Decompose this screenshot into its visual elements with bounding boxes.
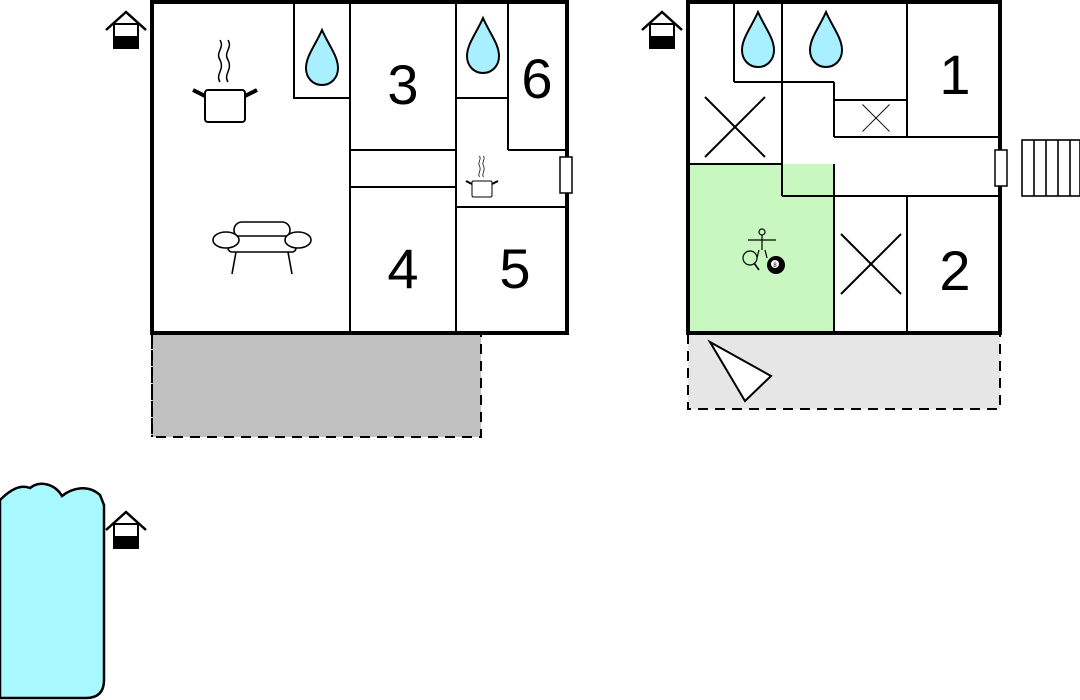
pool-shape xyxy=(0,482,106,700)
cooking-pot-icon xyxy=(191,38,259,124)
no-room-cross-icon xyxy=(704,96,766,158)
svg-text:8: 8 xyxy=(773,263,777,269)
no-room-cross-icon xyxy=(862,104,890,132)
room-number: 3 xyxy=(387,53,418,116)
room-number: 5 xyxy=(499,237,530,300)
table-tennis-icon xyxy=(742,250,760,271)
sun-lounger-icon xyxy=(707,339,773,403)
no-room-cross-icon xyxy=(840,233,902,295)
water-drop-icon xyxy=(305,29,339,86)
house-entrance-icon xyxy=(104,510,148,550)
house-entrance-icon xyxy=(640,10,684,50)
cooking-pot-icon xyxy=(465,155,499,198)
room-number: 2 xyxy=(939,239,970,302)
room-number: 1 xyxy=(939,43,970,106)
house-entrance-icon xyxy=(104,10,148,50)
water-drop-icon xyxy=(741,11,775,68)
water-drop-icon xyxy=(466,17,500,74)
left-building: 3 6 4 5 xyxy=(150,0,573,438)
table-football-icon xyxy=(748,228,776,259)
water-drop-icon xyxy=(809,11,843,68)
game-room xyxy=(688,164,834,333)
room-number: 6 xyxy=(521,47,552,110)
right-building: 8 1 2 xyxy=(686,0,1080,410)
billiard-ball-icon: 8 xyxy=(767,256,785,274)
room-number: 4 xyxy=(387,237,418,300)
sofa-icon xyxy=(212,221,312,275)
stairs-icon xyxy=(1021,139,1080,197)
terrace xyxy=(151,332,482,438)
